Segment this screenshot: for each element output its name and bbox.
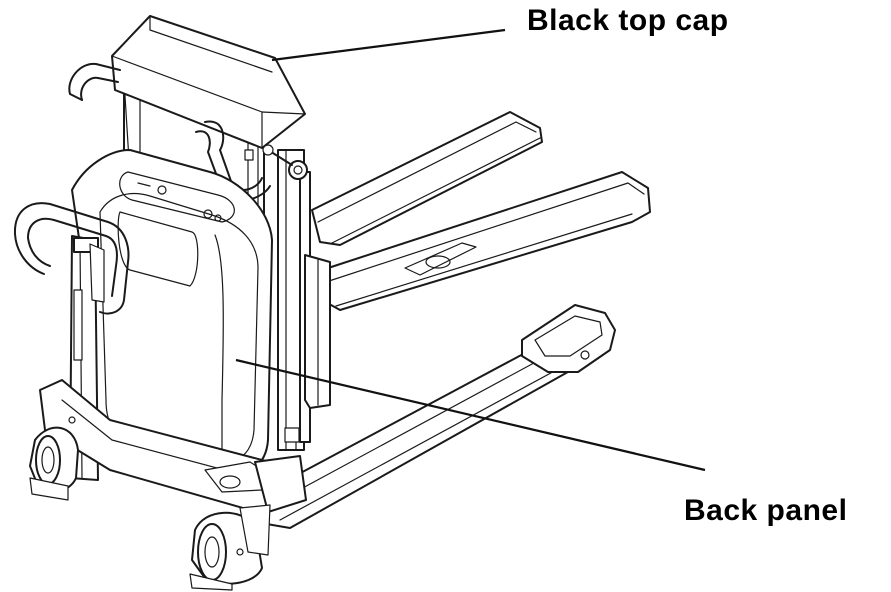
top-cap [111, 15, 306, 149]
chassis [39, 379, 307, 513]
top-cap-leader-line [271, 28, 506, 62]
upper-handle [68, 62, 308, 202]
fork-lower [321, 171, 651, 311]
back-panel-leader-line [235, 358, 706, 472]
callout-label-top-cap: Black top cap [527, 4, 729, 37]
mast-column [277, 149, 331, 451]
base-arm [249, 304, 616, 529]
caster-front [189, 504, 271, 591]
callout-label-back-panel: Back panel [684, 494, 848, 527]
fork-upper [311, 111, 543, 246]
caster-left [29, 416, 79, 501]
